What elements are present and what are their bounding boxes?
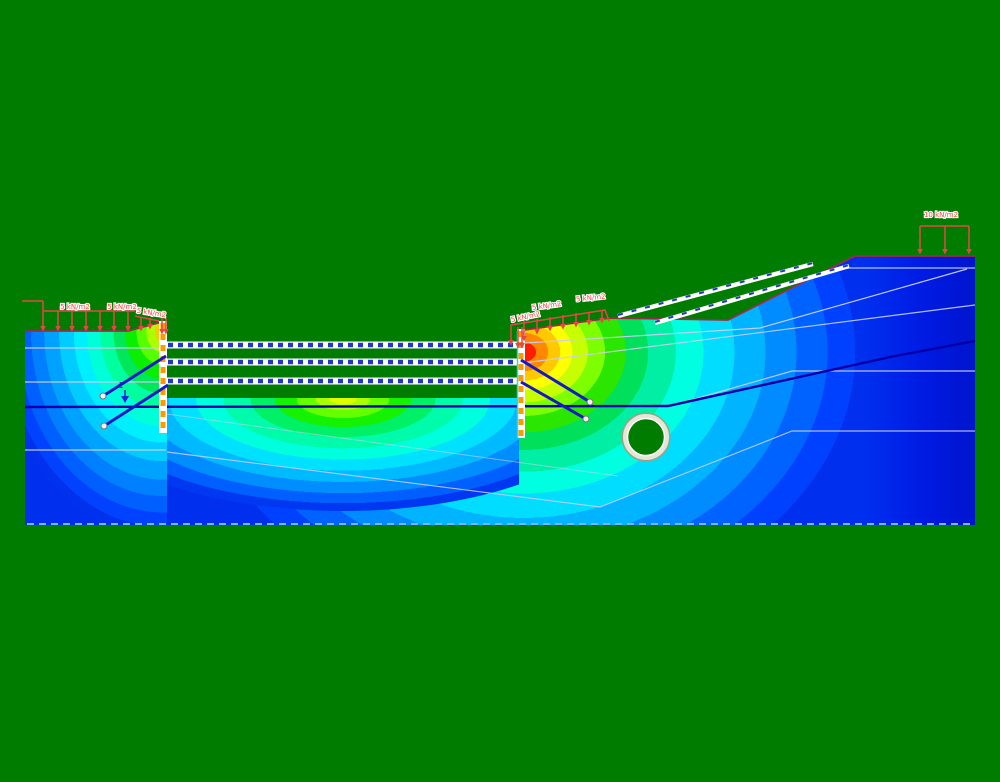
load-label: 5 kN/m2	[532, 300, 562, 312]
anchor	[520, 380, 587, 421]
load-label: 10 kN/m2	[924, 211, 958, 219]
load-arrow	[111, 311, 117, 332]
slope-band	[617, 262, 814, 316]
load-arrow	[163, 317, 169, 335]
load-arrow	[97, 311, 103, 332]
anchor	[102, 354, 167, 398]
layer-line	[166, 430, 975, 508]
load-arrow	[55, 311, 61, 332]
slope-band	[654, 264, 850, 323]
load-arrow	[125, 311, 131, 332]
layer-line	[669, 370, 975, 407]
load-arrow	[942, 226, 948, 255]
load-label: 5 kN/m2	[576, 292, 606, 303]
anchor	[520, 358, 591, 404]
tunnel-ring-outer	[621, 412, 671, 462]
load-line	[134, 315, 160, 322]
load-arrow	[515, 327, 521, 349]
load-line	[510, 309, 610, 326]
load-arrow	[560, 315, 566, 330]
tunnel-ring	[623, 414, 669, 460]
load-label: 5 kN/m2	[60, 303, 90, 311]
anchor	[103, 383, 169, 428]
layer-line	[166, 413, 619, 477]
load-arrow	[586, 312, 592, 326]
layer-line	[522, 304, 975, 364]
anchor-tip	[100, 422, 108, 430]
load-label: 5 kN/m2	[107, 303, 137, 311]
water-marker-label: 1	[118, 381, 123, 390]
load-arrow	[599, 311, 605, 324]
load-arrow	[534, 319, 540, 335]
load-arrow	[573, 313, 579, 328]
layer-line	[524, 268, 968, 344]
anchor-tip	[99, 392, 107, 400]
water-marker-arrow	[121, 396, 129, 403]
water-table-line	[25, 339, 975, 409]
anchor-tip	[586, 398, 594, 406]
heave-contour-field	[167, 396, 519, 511]
load-arrow	[547, 317, 553, 332]
load-arrow	[917, 226, 923, 255]
load-arrow	[147, 318, 153, 330]
anchor-tip	[582, 415, 590, 423]
load-arrow	[159, 317, 165, 335]
load-arrow	[69, 311, 75, 332]
right-dark-zone	[862, 256, 975, 525]
load-arrow	[138, 317, 144, 332]
tunnel-opening	[626, 417, 666, 457]
load-arrow	[966, 226, 972, 255]
load-arrow	[40, 301, 46, 332]
load-arrow	[508, 325, 514, 346]
load-arrow	[519, 327, 525, 349]
load-arrow	[83, 311, 89, 332]
